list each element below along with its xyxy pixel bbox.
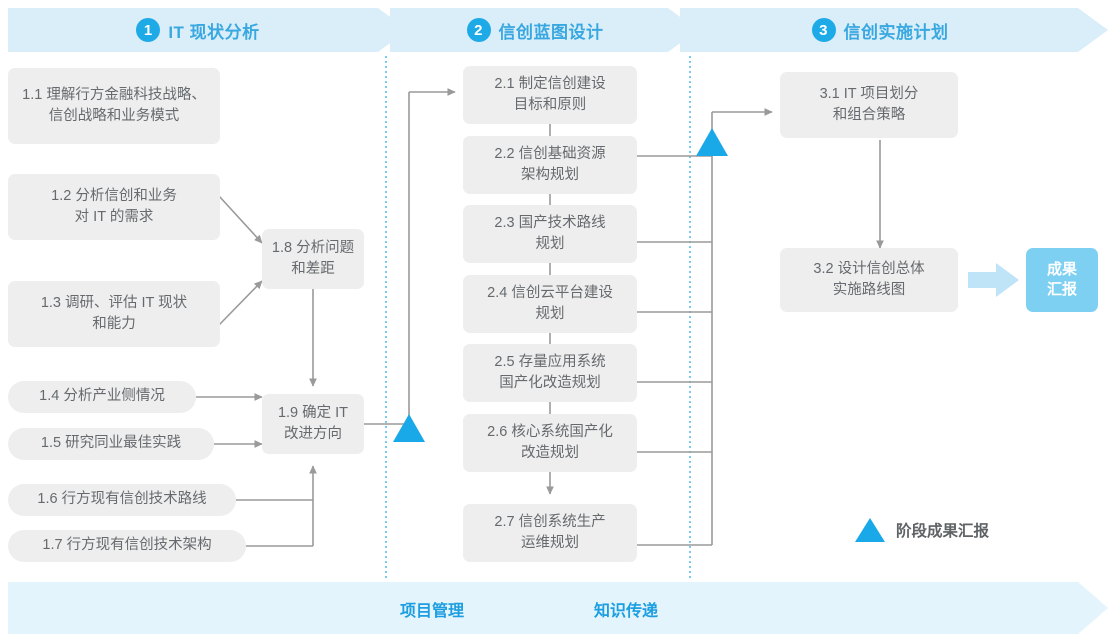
task-box-3-2[interactable]: 3.2 设计信创总体 实施路线图	[780, 248, 958, 312]
milestone-triangle-phase2	[696, 128, 728, 156]
task-box-2-4[interactable]: 2.4 信创云平台建设 规划	[463, 275, 637, 333]
task-box-2-7[interactable]: 2.7 信创系统生产 运维规划	[463, 504, 637, 562]
milestone-triangle-phase1	[393, 414, 425, 442]
bottom-band-label-knowledge-transfer: 知识传递	[594, 603, 659, 620]
phase-header-2[interactable]: 2 信创蓝图设计	[390, 8, 680, 52]
legend-label: 阶段成果汇报	[896, 523, 990, 540]
task-box-2-3[interactable]: 2.3 国产技术路线 规划	[463, 205, 637, 263]
task-box-1-7[interactable]: 1.7 行方现有信创技术架构	[8, 530, 246, 562]
task-box-2-2[interactable]: 2.2 信创基础资源 架构规划	[463, 136, 637, 194]
bottom-band: 项目管理 知识传递	[8, 582, 1108, 636]
phase-label-3: 信创实施计划	[843, 22, 949, 42]
phase-header-3[interactable]: 3 信创实施计划	[680, 8, 1080, 52]
triangle-icon	[855, 518, 885, 542]
task-box-1-4[interactable]: 1.4 分析产业侧情况	[8, 381, 196, 413]
legend-milestone: 阶段成果汇报	[855, 518, 989, 542]
task-box-1-9[interactable]: 1.9 确定 IT 改进方向	[262, 394, 364, 454]
task-box-1-5[interactable]: 1.5 研究同业最佳实践	[8, 428, 214, 460]
phase-number-1: 1	[136, 18, 161, 42]
phase-label-2: 信创蓝图设计	[498, 22, 604, 42]
phase-number-3: 3	[811, 18, 836, 42]
task-box-1-8[interactable]: 1.8 分析问题 和差距	[262, 229, 364, 289]
bottom-band-label-project-management: 项目管理	[400, 603, 465, 620]
task-box-2-5[interactable]: 2.5 存量应用系统 国产化改造规划	[463, 344, 637, 402]
task-box-2-1[interactable]: 2.1 制定信创建设 目标和原则	[463, 66, 637, 124]
task-box-1-3[interactable]: 1.3 调研、评估 IT 现状 和能力	[8, 281, 220, 347]
phase-number-2: 2	[466, 18, 491, 42]
task-box-3-1[interactable]: 3.1 IT 项目划分 和组合策略	[780, 72, 958, 138]
task-box-1-2[interactable]: 1.2 分析信创和业务 对 IT 的需求	[8, 174, 220, 240]
result-chip[interactable]: 成果 汇报	[1026, 248, 1098, 312]
phase-label-1: IT 现状分析	[168, 22, 260, 42]
task-box-1-6[interactable]: 1.6 行方现有信创技术路线	[8, 484, 236, 516]
result-arrow	[968, 263, 1019, 297]
task-box-1-1[interactable]: 1.1 理解行方金融科技战略、信创战略和业务模式	[8, 68, 220, 144]
phase-header-1[interactable]: 1 IT 现状分析	[8, 8, 388, 52]
task-box-2-6[interactable]: 2.6 核心系统国产化 改造规划	[463, 414, 637, 472]
